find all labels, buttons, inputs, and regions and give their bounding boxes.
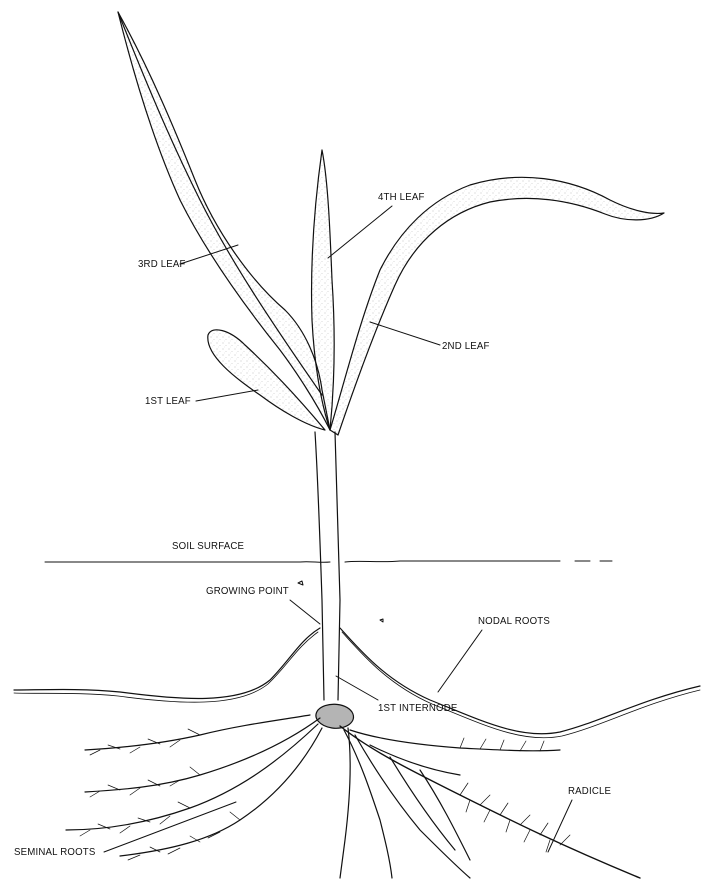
leader-1st-internode <box>336 676 378 700</box>
soil-surface-line <box>45 561 612 562</box>
label-seminal-roots: SEMINAL ROOTS <box>14 846 95 858</box>
label-nodal-roots: NODAL ROOTS <box>478 615 550 627</box>
leader-growing-point <box>290 600 320 624</box>
nodal-root-right <box>340 628 700 734</box>
stem <box>315 432 340 700</box>
label-1st-internode: 1ST INTERNODE <box>378 702 458 714</box>
label-2nd-leaf: 2ND LEAF <box>442 340 490 352</box>
radicle <box>340 726 640 878</box>
leader-1st-leaf <box>196 390 258 401</box>
seed <box>316 704 354 728</box>
label-radicle: RADICLE <box>568 785 611 797</box>
leader-4th-leaf <box>328 206 392 258</box>
leader-seminal-roots <box>104 802 236 852</box>
label-growing-point: GROWING POINT <box>206 585 289 597</box>
leader-nodal-roots <box>438 630 482 692</box>
leader-radicle <box>548 800 572 852</box>
nodal-root-left <box>14 628 320 699</box>
label-4th-leaf: 4TH LEAF <box>378 191 425 203</box>
label-soil-surface: SOIL SURFACE <box>172 540 244 552</box>
label-3rd-leaf: 3RD LEAF <box>138 258 186 270</box>
label-1st-leaf: 1ST LEAF <box>145 395 191 407</box>
leader-2nd-leaf <box>370 322 440 345</box>
